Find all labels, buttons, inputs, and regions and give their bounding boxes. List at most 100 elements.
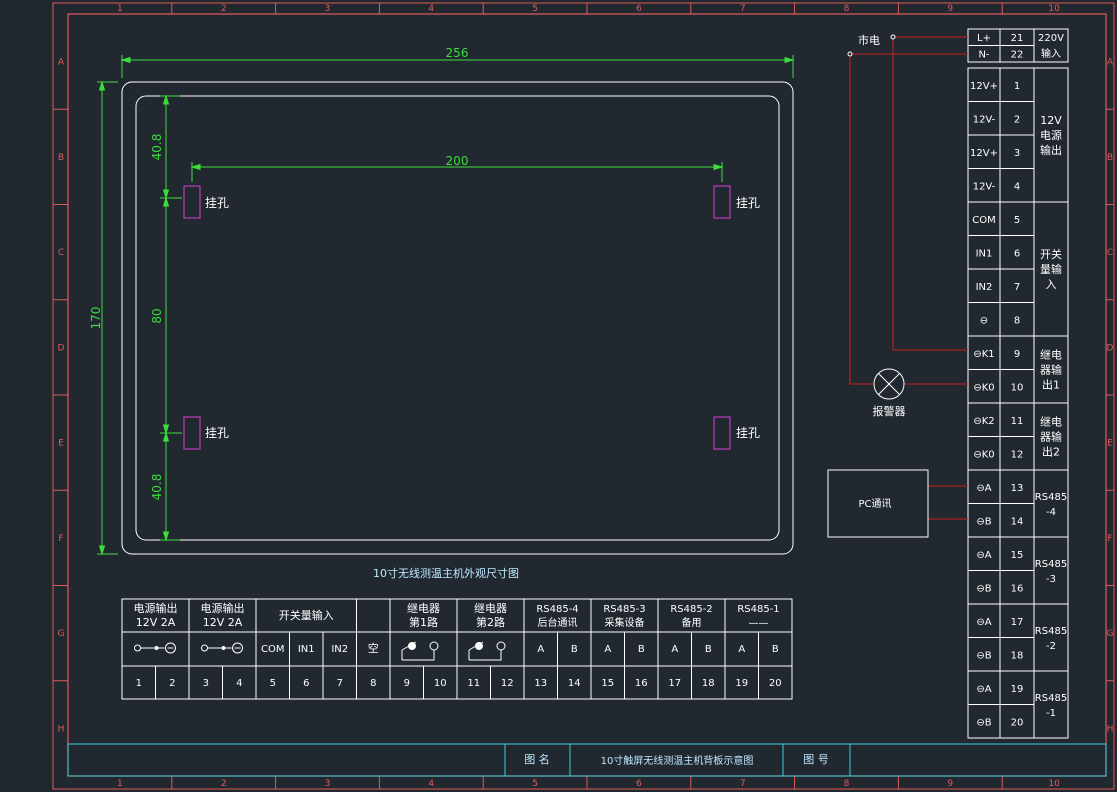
frame-row-label: H <box>58 724 65 734</box>
table-signal-cell: A <box>604 644 611 655</box>
frame-row-label: F <box>1107 534 1112 544</box>
strip-terminal-number: 16 <box>1011 583 1024 594</box>
frame-column-label: 8 <box>844 4 850 14</box>
wire-nodes <box>847 34 896 57</box>
table-terminal-number: 11 <box>467 678 480 689</box>
frame-column-label: 3 <box>325 4 331 14</box>
strip-group-label: 器输 <box>1040 430 1062 444</box>
hole-label: 挂孔 <box>736 426 760 440</box>
alarm-lamp-icon <box>873 368 905 400</box>
strip-terminal-number: 6 <box>1014 248 1020 259</box>
mains-signal: L+ <box>977 33 991 44</box>
strip-terminal-number: 14 <box>1011 516 1024 527</box>
strip-group-label: 量输 <box>1040 262 1062 276</box>
strip-terminal-number: 2 <box>1014 114 1020 125</box>
frame-column-label: 4 <box>428 4 434 14</box>
strip-group-label: 出2 <box>1042 445 1060 459</box>
wiring-lines <box>849 36 968 520</box>
middle-dimension: 80 <box>150 308 164 323</box>
table-terminal-number: 20 <box>769 678 782 689</box>
drawing-name-label: 图 名 <box>524 752 550 766</box>
mains-group-subtitle: 输入 <box>1041 47 1061 60</box>
strip-terminal-number: 11 <box>1011 416 1024 427</box>
strip-signal: ⊖B <box>976 717 991 728</box>
table-terminal-number: 18 <box>702 678 715 689</box>
table-signal-cell: A <box>738 644 745 655</box>
table-terminal-number: 7 <box>337 678 343 689</box>
frame-row-label: E <box>1107 439 1113 449</box>
strip-group-label: 输出 <box>1040 143 1062 157</box>
hole-label: 挂孔 <box>205 196 229 210</box>
strip-terminal-number: 18 <box>1011 650 1024 661</box>
frame-column-label: 1 <box>117 779 123 789</box>
strip-group-label: 开关 <box>1040 247 1062 261</box>
table-group-title: 开关量输入 <box>279 608 334 622</box>
pc-comm-label: PC通讯 <box>858 498 891 510</box>
table-signal-cell: A <box>537 644 544 655</box>
height-dimension: 170 <box>89 307 103 330</box>
top-offset-dimension: 40.8 <box>150 134 164 161</box>
frame-row-label: D <box>58 343 65 353</box>
table-group-subtitle: 第2路 <box>476 615 505 629</box>
strip-terminal-number: 4 <box>1014 181 1020 192</box>
strip-signal: ⊖B <box>976 516 991 527</box>
strip-group-label: 出1 <box>1042 378 1060 392</box>
frame-column-label: 7 <box>740 4 746 14</box>
strip-signal: ⊖A <box>976 483 991 494</box>
table-signal-cell: B <box>638 644 645 655</box>
table-terminal-number: 2 <box>169 678 175 689</box>
strip-signal: 12V+ <box>970 81 998 92</box>
table-signal-cell: IN2 <box>331 644 348 655</box>
table-terminal-number: 3 <box>203 678 209 689</box>
frame-column-label: 2 <box>221 4 227 14</box>
frame-column-label: 3 <box>325 779 331 789</box>
drawing-name-value: 10寸触屏无线测温主机背板示意图 <box>601 754 754 767</box>
frame-row-label: C <box>1107 248 1113 258</box>
strip-group-label: 入 <box>1046 278 1057 291</box>
frame-row-label: F <box>58 534 63 544</box>
frame-column-label: 5 <box>532 779 538 789</box>
mains-group-title: 220V <box>1038 33 1064 44</box>
mains-signal: N- <box>978 50 989 61</box>
table-terminal-number: 17 <box>668 678 681 689</box>
table-signal-cell: COM <box>261 644 284 655</box>
strip-signal: ⊖ <box>980 315 988 326</box>
strip-group-label: 电源 <box>1040 128 1062 142</box>
frame-row-label: A <box>58 58 65 68</box>
frame-row-label: G <box>58 629 65 639</box>
table-group-subtitle: 备用 <box>682 616 702 629</box>
strip-signal: ⊖B <box>976 583 991 594</box>
strip-group-label: -4 <box>1046 507 1056 518</box>
drawing-number-label: 图 号 <box>803 753 829 766</box>
frame-column-label: 10 <box>1048 4 1060 14</box>
table-terminal-number: 5 <box>270 678 276 689</box>
frame-column-label: 9 <box>947 4 953 14</box>
table-terminal-number: 10 <box>434 678 447 689</box>
table-signal-cell: A <box>671 644 678 655</box>
table-terminal-number: 9 <box>404 678 410 689</box>
table-terminal-number: 12 <box>501 678 514 689</box>
strip-signal: 12V+ <box>970 148 998 159</box>
table-signal-cell: 空 <box>368 641 379 655</box>
strip-signal: COM <box>972 215 995 226</box>
table-group-title: 继电器 <box>474 602 507 615</box>
frame-column-label: 2 <box>221 779 227 789</box>
strip-terminal-number: 8 <box>1014 315 1020 326</box>
strip-group-label: -1 <box>1046 708 1056 719</box>
table-terminal-number: 13 <box>534 678 547 689</box>
table-terminal-number: 8 <box>370 678 376 689</box>
frame-column-label: 1 <box>117 4 123 14</box>
device-outline <box>121 81 794 555</box>
mains-label: 市电 <box>858 33 880 47</box>
table-group-title: RS485-3 <box>603 604 645 615</box>
strip-terminal-number: 7 <box>1014 282 1020 293</box>
dimension-lines <box>97 55 795 556</box>
strip-terminal-number: 3 <box>1014 148 1020 159</box>
pc-comm-box <box>827 469 929 538</box>
frame-column-label: 6 <box>636 4 642 14</box>
strip-group-label: -3 <box>1046 574 1056 585</box>
